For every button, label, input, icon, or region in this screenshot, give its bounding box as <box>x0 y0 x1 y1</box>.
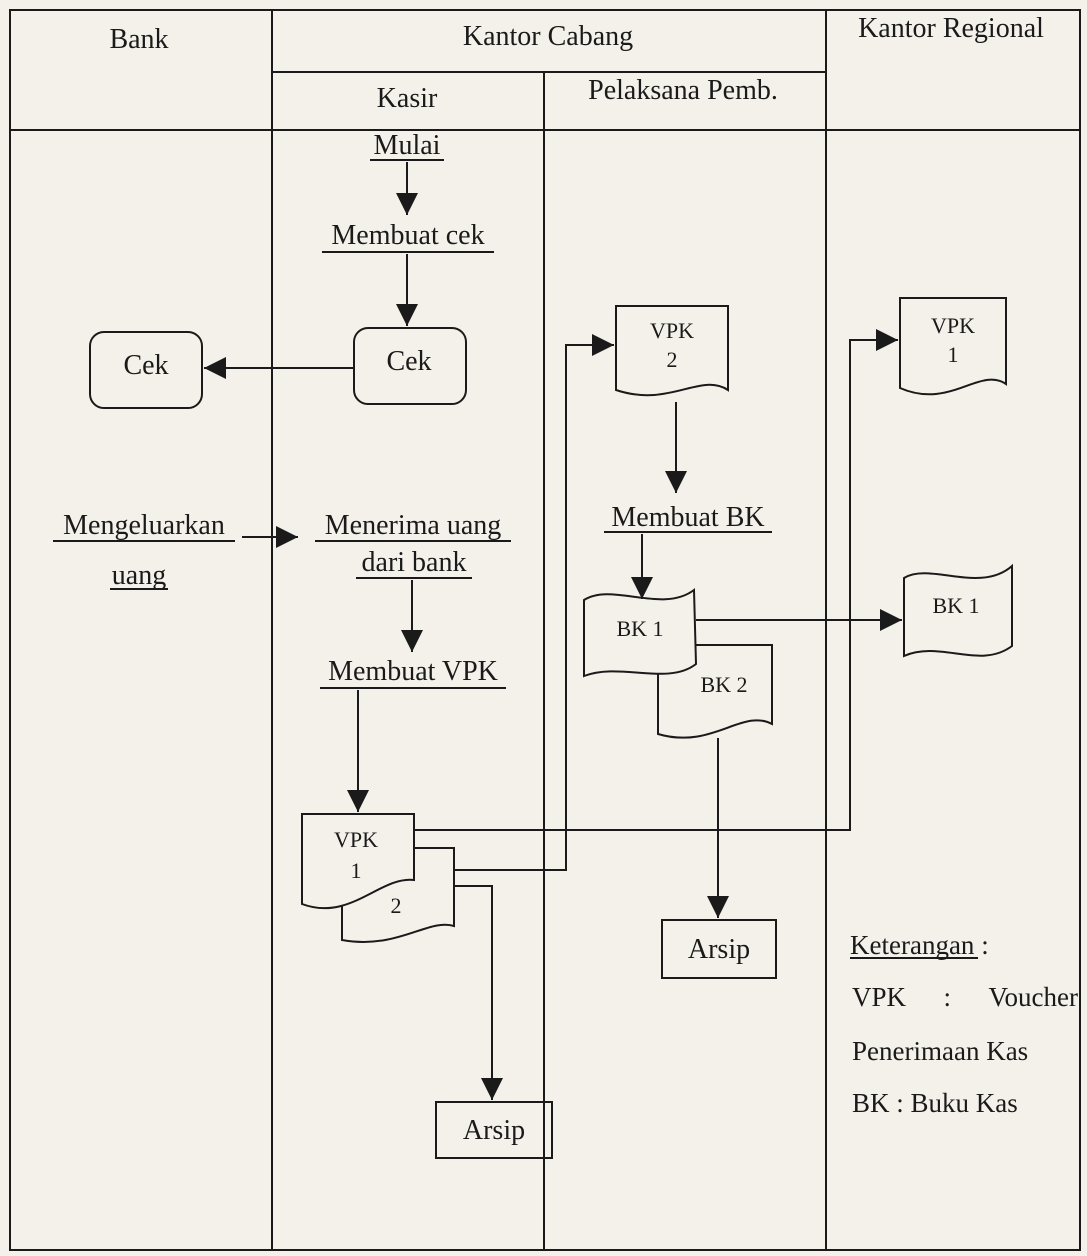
step-membuat-cek: Membuat cek <box>331 220 485 251</box>
lane-header-kantor-cabang: Kantor Cabang <box>462 21 634 52</box>
legend-vpk-line2: Penerimaan Kas <box>852 1036 1029 1066</box>
bk1-document <box>583 588 698 678</box>
arsip-kasir-box <box>435 1101 553 1159</box>
doc-vpk1-regional-copy: 1 <box>947 342 959 367</box>
step-membuat-bk: Membuat BK <box>611 502 765 533</box>
doc-bk1-label: BK 1 <box>616 616 664 641</box>
arsip-pelaksana-box <box>661 919 777 979</box>
doc-vpk2-copy: 2 <box>666 347 678 372</box>
lane-header-kantor-regional: Kantor Regional <box>858 13 1044 44</box>
arrow-vpk-to-vpk2 <box>454 334 614 871</box>
doc-bk1-regional-label: BK 1 <box>932 593 980 618</box>
legend-title-text: Keterangan <box>850 930 975 960</box>
arsip-pelaksana-label: Arsip <box>687 934 751 965</box>
bk2-document <box>657 644 773 739</box>
vpk-copy1-document <box>301 813 415 910</box>
doc-cek-kasir-label: Cek <box>386 346 432 377</box>
doc-vpk2-title: VPK <box>649 318 695 343</box>
vpk2-document <box>615 305 729 397</box>
legend-vpk-sep: : <box>943 982 952 1012</box>
step-mengeluarkan-line2: uang <box>111 560 167 591</box>
arrow-vpk-to-arsip <box>454 885 503 1100</box>
legend-vpk-desc: Voucher <box>988 982 1078 1012</box>
vpk-copy2-document <box>341 847 455 943</box>
doc-vpk1-regional-title: VPK <box>930 313 976 338</box>
arsip-kasir-label: Arsip <box>462 1115 526 1146</box>
step-membuat-vpk: Membuat VPK <box>328 656 498 687</box>
step-mulai: Mulai <box>373 130 441 161</box>
cek-kasir-box <box>353 327 467 405</box>
doc-vpk-kasir-copy2: 2 <box>390 893 402 918</box>
legend-vpk-line: VPK : Voucher <box>852 984 1078 1011</box>
vpk1-regional-document <box>899 297 1007 396</box>
doc-bk2-label: BK 2 <box>700 672 748 697</box>
lane-header-bank: Bank <box>109 24 169 55</box>
legend-vpk-abbr: VPK <box>852 982 907 1012</box>
legend-title-colon: : <box>981 930 989 960</box>
arrow-vpk-to-regional <box>414 329 898 831</box>
step-menerima-line2: dari bank <box>361 547 467 578</box>
step-mengeluarkan-line1: Mengeluarkan <box>63 510 225 541</box>
bk1-regional-document <box>903 563 1013 658</box>
cek-bank-box <box>89 331 203 409</box>
lane-header-kasir: Kasir <box>376 83 438 114</box>
doc-vpk-kasir-title: VPK <box>333 827 379 852</box>
lane-header-pelaksana: Pelaksana Pemb. <box>588 75 778 106</box>
doc-vpk-kasir-copy1: 1 <box>350 858 362 883</box>
step-menerima-line1: Menerima uang <box>324 510 502 541</box>
doc-cek-bank-label: Cek <box>123 350 169 381</box>
legend-title: Keterangan : <box>850 932 989 959</box>
legend-bk-line: BK : Buku Kas <box>852 1088 1018 1118</box>
